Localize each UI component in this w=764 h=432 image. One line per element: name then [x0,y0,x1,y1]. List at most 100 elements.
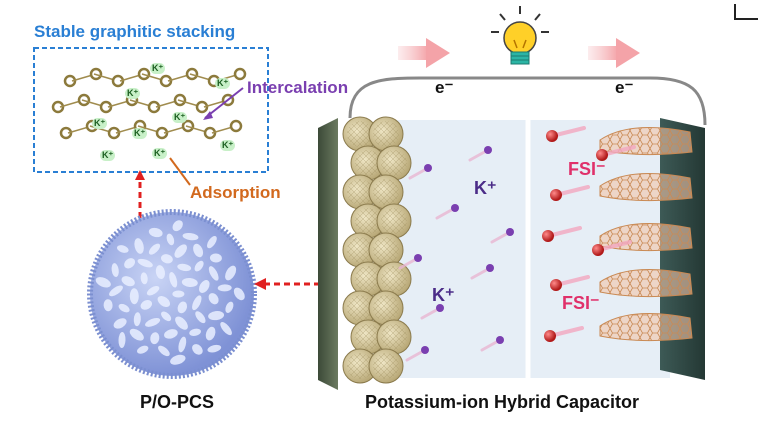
pore [160,254,173,264]
pore [166,233,175,246]
pore [217,284,232,292]
graphite-ring [99,100,113,114]
pore [208,266,219,281]
fsi-ion [550,189,562,201]
circuit-wire [348,76,707,126]
pore [209,253,222,263]
inset-k-label: K⁺ [172,112,188,123]
device-name-label: Potassium-ion Hybrid Capacitor [365,392,640,412]
pore [194,260,204,272]
adsorption-label: Adsorption [190,183,281,202]
pore [145,317,161,327]
pore [189,328,202,336]
pore [95,277,111,288]
fsi-label-upper: FSI⁻ [568,159,606,179]
fsi-ion [546,130,558,142]
stable-stacking-label: Stable graphitic stacking [34,22,236,41]
pore [121,276,135,287]
graphitic-layers [51,67,247,140]
arrow-right-icon [588,38,640,68]
left-electrode [318,116,412,390]
material-name-label: P/O-PCS [140,392,215,412]
pore [192,295,202,311]
graphite-ring [233,67,247,81]
pore [157,295,171,308]
k-ion [486,264,494,272]
pore [208,293,219,305]
inset-k-label: K⁺ [125,88,141,99]
pore [161,311,172,322]
k-ion-label-upper: K⁺ [474,178,497,198]
inset-k-label: K⁺ [220,140,236,151]
pore [103,299,113,312]
pore [148,243,161,255]
inset-k-label: K⁺ [152,148,168,159]
pore [109,285,123,297]
pore [124,258,136,269]
k-ion [451,204,459,212]
pore [111,263,119,278]
graphite-ring [51,100,65,114]
pore [129,288,139,305]
fsi-ion [544,330,556,342]
fsi-ion [542,230,554,242]
pore [155,265,166,280]
pore [150,332,160,345]
pore [220,322,232,336]
pore [175,316,188,330]
inset-k-label: K⁺ [100,150,116,161]
inset-k-label: K⁺ [215,78,231,89]
pore [192,344,203,355]
pore [134,238,144,254]
fsi-label-lower: FSI⁻ [562,293,600,313]
k-ion-label-lower: K⁺ [432,285,455,305]
inset-k-label: K⁺ [92,118,108,129]
fsi-ion [592,244,604,256]
pore [181,277,198,288]
k-ion [436,304,444,312]
pore [193,243,204,258]
graphite-ring [107,126,121,140]
inset-k-label: K⁺ [150,63,166,74]
pore [172,290,185,298]
pore [146,285,160,296]
arrow-right-icon [398,38,450,68]
pore [177,301,188,314]
pore [118,303,130,313]
pore [205,326,216,341]
pore [164,329,178,339]
pore [182,232,199,241]
pore [140,300,153,310]
pore [225,265,237,281]
pore [129,328,144,341]
graphite-ring [229,119,243,133]
pore [199,280,210,293]
k-ions [398,146,514,362]
pore [133,312,141,327]
pore [137,258,153,268]
pore [207,235,217,249]
k-ion [414,254,422,262]
k-ion [496,336,504,344]
graphite-ring [63,74,77,88]
graphite-ring [59,126,73,140]
graphite-ring [195,100,209,114]
pore [158,345,170,357]
fsi-ion [550,279,562,291]
fsi-ions [542,126,636,342]
pore [178,336,187,353]
fsi-ion [596,149,608,161]
graphite-ring [203,126,217,140]
pore [169,272,178,288]
pore [118,332,126,348]
pore [207,344,222,353]
pore [140,272,148,285]
pore [116,245,129,253]
lightbulb-icon [491,6,549,65]
k-ion [506,228,514,236]
k-ion [421,346,429,354]
graphite-ring [159,74,173,88]
inset-k-label: K⁺ [132,128,148,139]
